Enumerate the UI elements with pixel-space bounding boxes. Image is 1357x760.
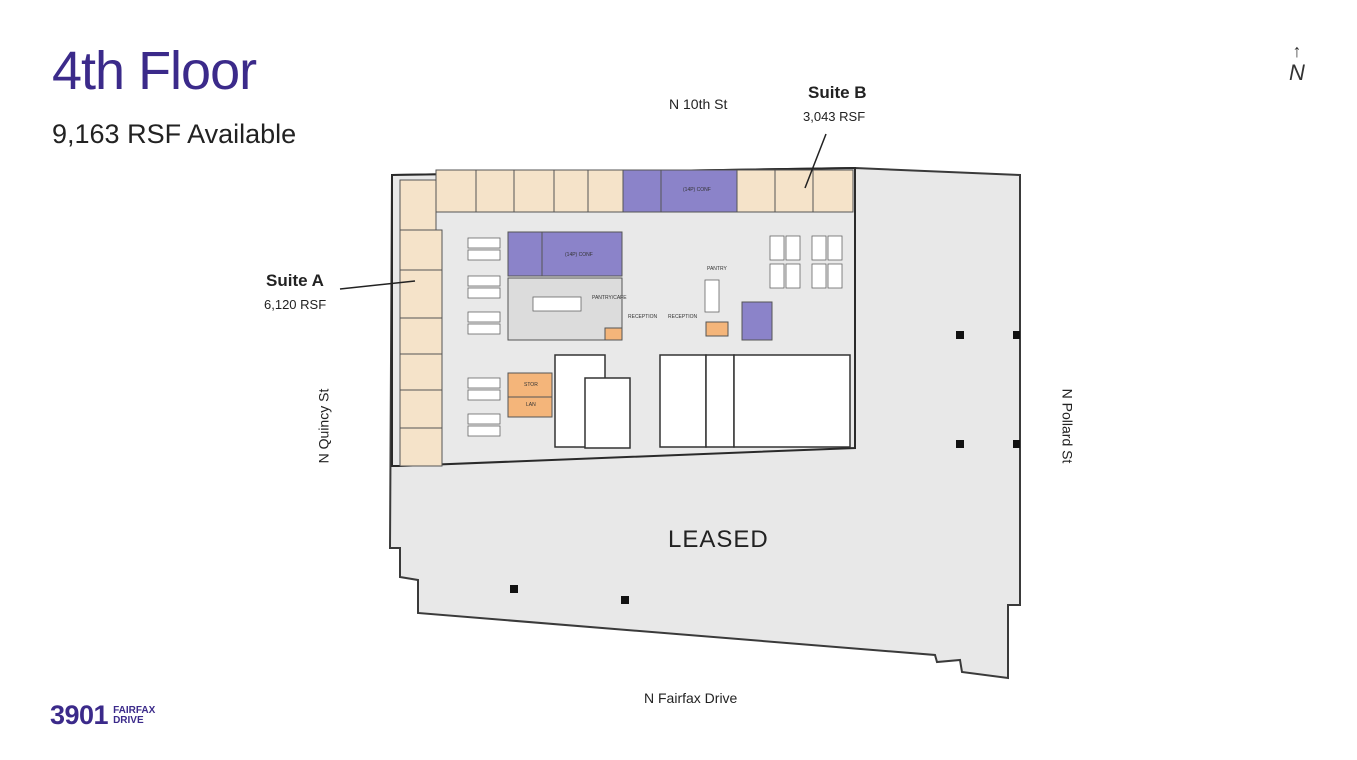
room-label-stor: STOR [524,382,538,388]
columns [510,331,1020,604]
street-east: N Pollard St [1059,388,1076,464]
conference-rooms [507,231,773,341]
north-offices [435,169,854,213]
street-west: N Quincy St [315,388,332,464]
room-label-lan: LAN [526,402,536,408]
suite-a-name: Suite A [266,271,324,290]
leased-label: LEASED [668,526,769,553]
room-label-reception-b: RECEPTION [668,314,698,320]
room-label-conf-med: (14P) CONF [683,187,711,193]
logo-line1: FAIRFAX [113,704,156,716]
room-label-pantry: PANTRY [707,266,727,272]
logo-line2: DRIVE [113,714,144,726]
building-core [554,354,851,449]
page-subtitle: 9,163 RSF Available [52,119,297,149]
room-label-pantry-cafe: PANTRY/CAFE [592,295,627,301]
logo-words: FAIRFAX DRIVE [113,704,156,726]
suite-b-leader [804,133,827,189]
north-label: N [1289,60,1305,85]
logo: 3901 FAIRFAX DRIVE [50,702,155,729]
suite-b-name: Suite B [808,83,867,102]
north-indicator: ↑ N [1287,42,1307,84]
room-label-reception-a: RECEPTION [628,314,658,320]
west-offices [399,179,443,467]
street-north: N 10th St [669,96,728,112]
street-south: N Fairfax Drive [644,690,738,706]
service-rooms [507,321,729,418]
workstations [467,235,843,437]
room-label-conf-large: (14P) CONF [565,252,593,258]
suite-b-rsf: 3,043 RSF [803,109,866,124]
page-title: 4th Floor [52,41,257,101]
logo-number: 3901 [50,700,109,730]
suite-a-rsf: 6,120 RSF [264,297,327,312]
north-arrow-icon: ↑ [1292,41,1302,61]
suite-a-leader [339,280,416,290]
